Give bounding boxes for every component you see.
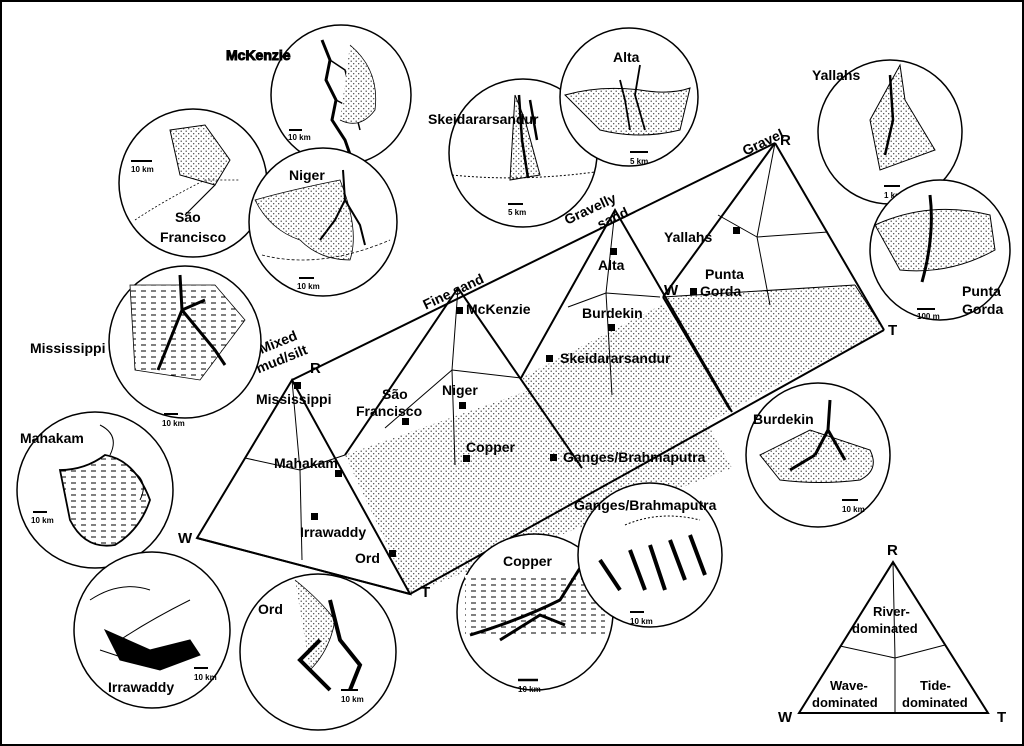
vertex-t-gravel: T [888, 322, 897, 339]
svg-text:100 m: 100 m [917, 312, 940, 321]
inset-label-niger: Niger [289, 167, 325, 183]
inset-label-punta-gorda: Punta Gorda [962, 283, 1005, 317]
inset-mahakam: Mahakam 10 km [16, 411, 174, 569]
inset-label-mahakam: Mahakam [20, 430, 84, 446]
marker-label-alta: Alta [598, 257, 625, 273]
inset-label-alta: Alta [613, 49, 640, 65]
legend-river-dominated: River- dominated [852, 604, 918, 636]
marker-label-ord: Ord [355, 550, 380, 566]
inset-skeidararsandur: Skeidararsandur 5 km [428, 78, 598, 228]
svg-text:10 km: 10 km [842, 505, 865, 514]
inset-copper: Copper 10 km [456, 533, 614, 694]
marker-mckenzie [456, 307, 463, 314]
shade-gravel [663, 285, 884, 410]
inset-label-sao-francisco: São Francisco [160, 209, 226, 245]
svg-text:10 km: 10 km [630, 617, 653, 626]
marker-skeidararsandur [546, 355, 553, 362]
svg-text:10 km: 10 km [297, 282, 320, 291]
marker-ord [389, 550, 396, 557]
marker-niger [459, 402, 466, 409]
marker-mahakam [335, 470, 342, 477]
marker-label-burdekin: Burdekin [582, 305, 643, 321]
marker-label-sao-francisco: São Francisco [356, 386, 422, 419]
vertex-w-mud: W [178, 530, 193, 547]
marker-yallahs [733, 227, 740, 234]
marker-label-mahakam: Mahakam [274, 455, 338, 471]
svg-text:10 km: 10 km [31, 516, 54, 525]
vertex-w-gravel: W [664, 282, 679, 299]
inset-label-mckenzie: McKenzie [226, 47, 291, 63]
vertex-labels: R W T R W T [178, 132, 897, 601]
svg-text:5 km: 5 km [630, 157, 648, 166]
inset-ganges: Ganges/Brahmaputra 10 km [574, 482, 723, 628]
legend-wave-dominated: Wave- dominated [812, 678, 878, 710]
shade-sand [521, 304, 732, 468]
svg-text:1 km: 1 km [884, 191, 902, 200]
prism [195, 142, 885, 596]
inset-label-copper: Copper [503, 553, 553, 569]
legend-tide-dominated: Tide- dominated [902, 678, 968, 710]
svg-text:10 km: 10 km [288, 133, 311, 142]
inset-label-burdekin: Burdekin [753, 411, 814, 427]
marker-label-mckenzie: McKenzie [466, 301, 531, 317]
marker-label-niger: Niger [442, 382, 478, 398]
marker-burdekin [608, 324, 615, 331]
inset-sao-francisco: 10 km São Francisco [118, 108, 268, 258]
svg-text:10 km: 10 km [131, 165, 154, 174]
svg-text:5 km: 5 km [508, 208, 526, 217]
inset-punta-gorda: 100 m Punta Gorda [869, 179, 1011, 321]
marker-irrawaddy [311, 513, 318, 520]
marker-mississippi [294, 382, 301, 389]
marker-label-mississippi: Mississippi [256, 391, 331, 407]
marker-label-yallahs: Yallahs [664, 229, 712, 245]
marker-punta-gorda [690, 288, 697, 295]
legend-vertex-t: T [997, 709, 1006, 726]
marker-label-skeidararsandur: Skeidararsandur [560, 350, 671, 366]
marker-label-punta-gorda: Punta Gorda [700, 266, 748, 299]
marker-alta [610, 248, 617, 255]
vertex-r-gravel: R [780, 132, 791, 149]
marker-label-irrawaddy: Irrawaddy [300, 524, 366, 540]
inset-alta: Alta 5 km [559, 27, 699, 167]
inset-label-skeidararsandur: Skeidararsandur [428, 111, 539, 127]
map-insets: McKenzie 10 km 10 km São Francisco Niger [16, 24, 1011, 731]
inset-mississippi: Mississippi 10 km [30, 265, 262, 428]
svg-text:10 km: 10 km [162, 419, 185, 428]
svg-text:10 km: 10 km [194, 673, 217, 682]
inset-irrawaddy: Irrawaddy 10 km [73, 551, 231, 709]
legend-vertex-r: R [887, 542, 898, 559]
inset-mckenzie: McKenzie 10 km [226, 24, 412, 166]
inset-label-ganges: Ganges/Brahmaputra [574, 497, 717, 513]
svg-text:10 km: 10 km [518, 685, 541, 694]
inset-niger: Niger 10 km [248, 147, 398, 297]
marker-label-copper: Copper [466, 439, 516, 455]
inset-label-ord: Ord [258, 601, 283, 617]
legend-vertex-w: W [778, 709, 793, 726]
legend: R W T River- dominated Wave- dominated T… [778, 542, 1006, 726]
marker-sao-francisco [402, 418, 409, 425]
inset-ord: Ord 10 km [239, 573, 397, 731]
marker-copper [463, 455, 470, 462]
inset-burdekin: Burdekin 10 km [745, 382, 891, 528]
marker-ganges [550, 454, 557, 461]
vertex-r-mud: R [310, 360, 321, 377]
svg-text:10 km: 10 km [341, 695, 364, 704]
marker-label-ganges: Ganges/Brahmaputra [563, 449, 706, 465]
vertex-t-mud: T [421, 584, 430, 601]
inset-label-mississippi: Mississippi [30, 340, 105, 356]
inset-yallahs: Yallahs 1 km [812, 59, 963, 205]
inset-label-irrawaddy: Irrawaddy [108, 679, 174, 695]
inset-label-yallahs: Yallahs [812, 67, 860, 83]
delta-markers: Mississippi Mahakam Irrawaddy Ord São Fr… [256, 227, 748, 566]
